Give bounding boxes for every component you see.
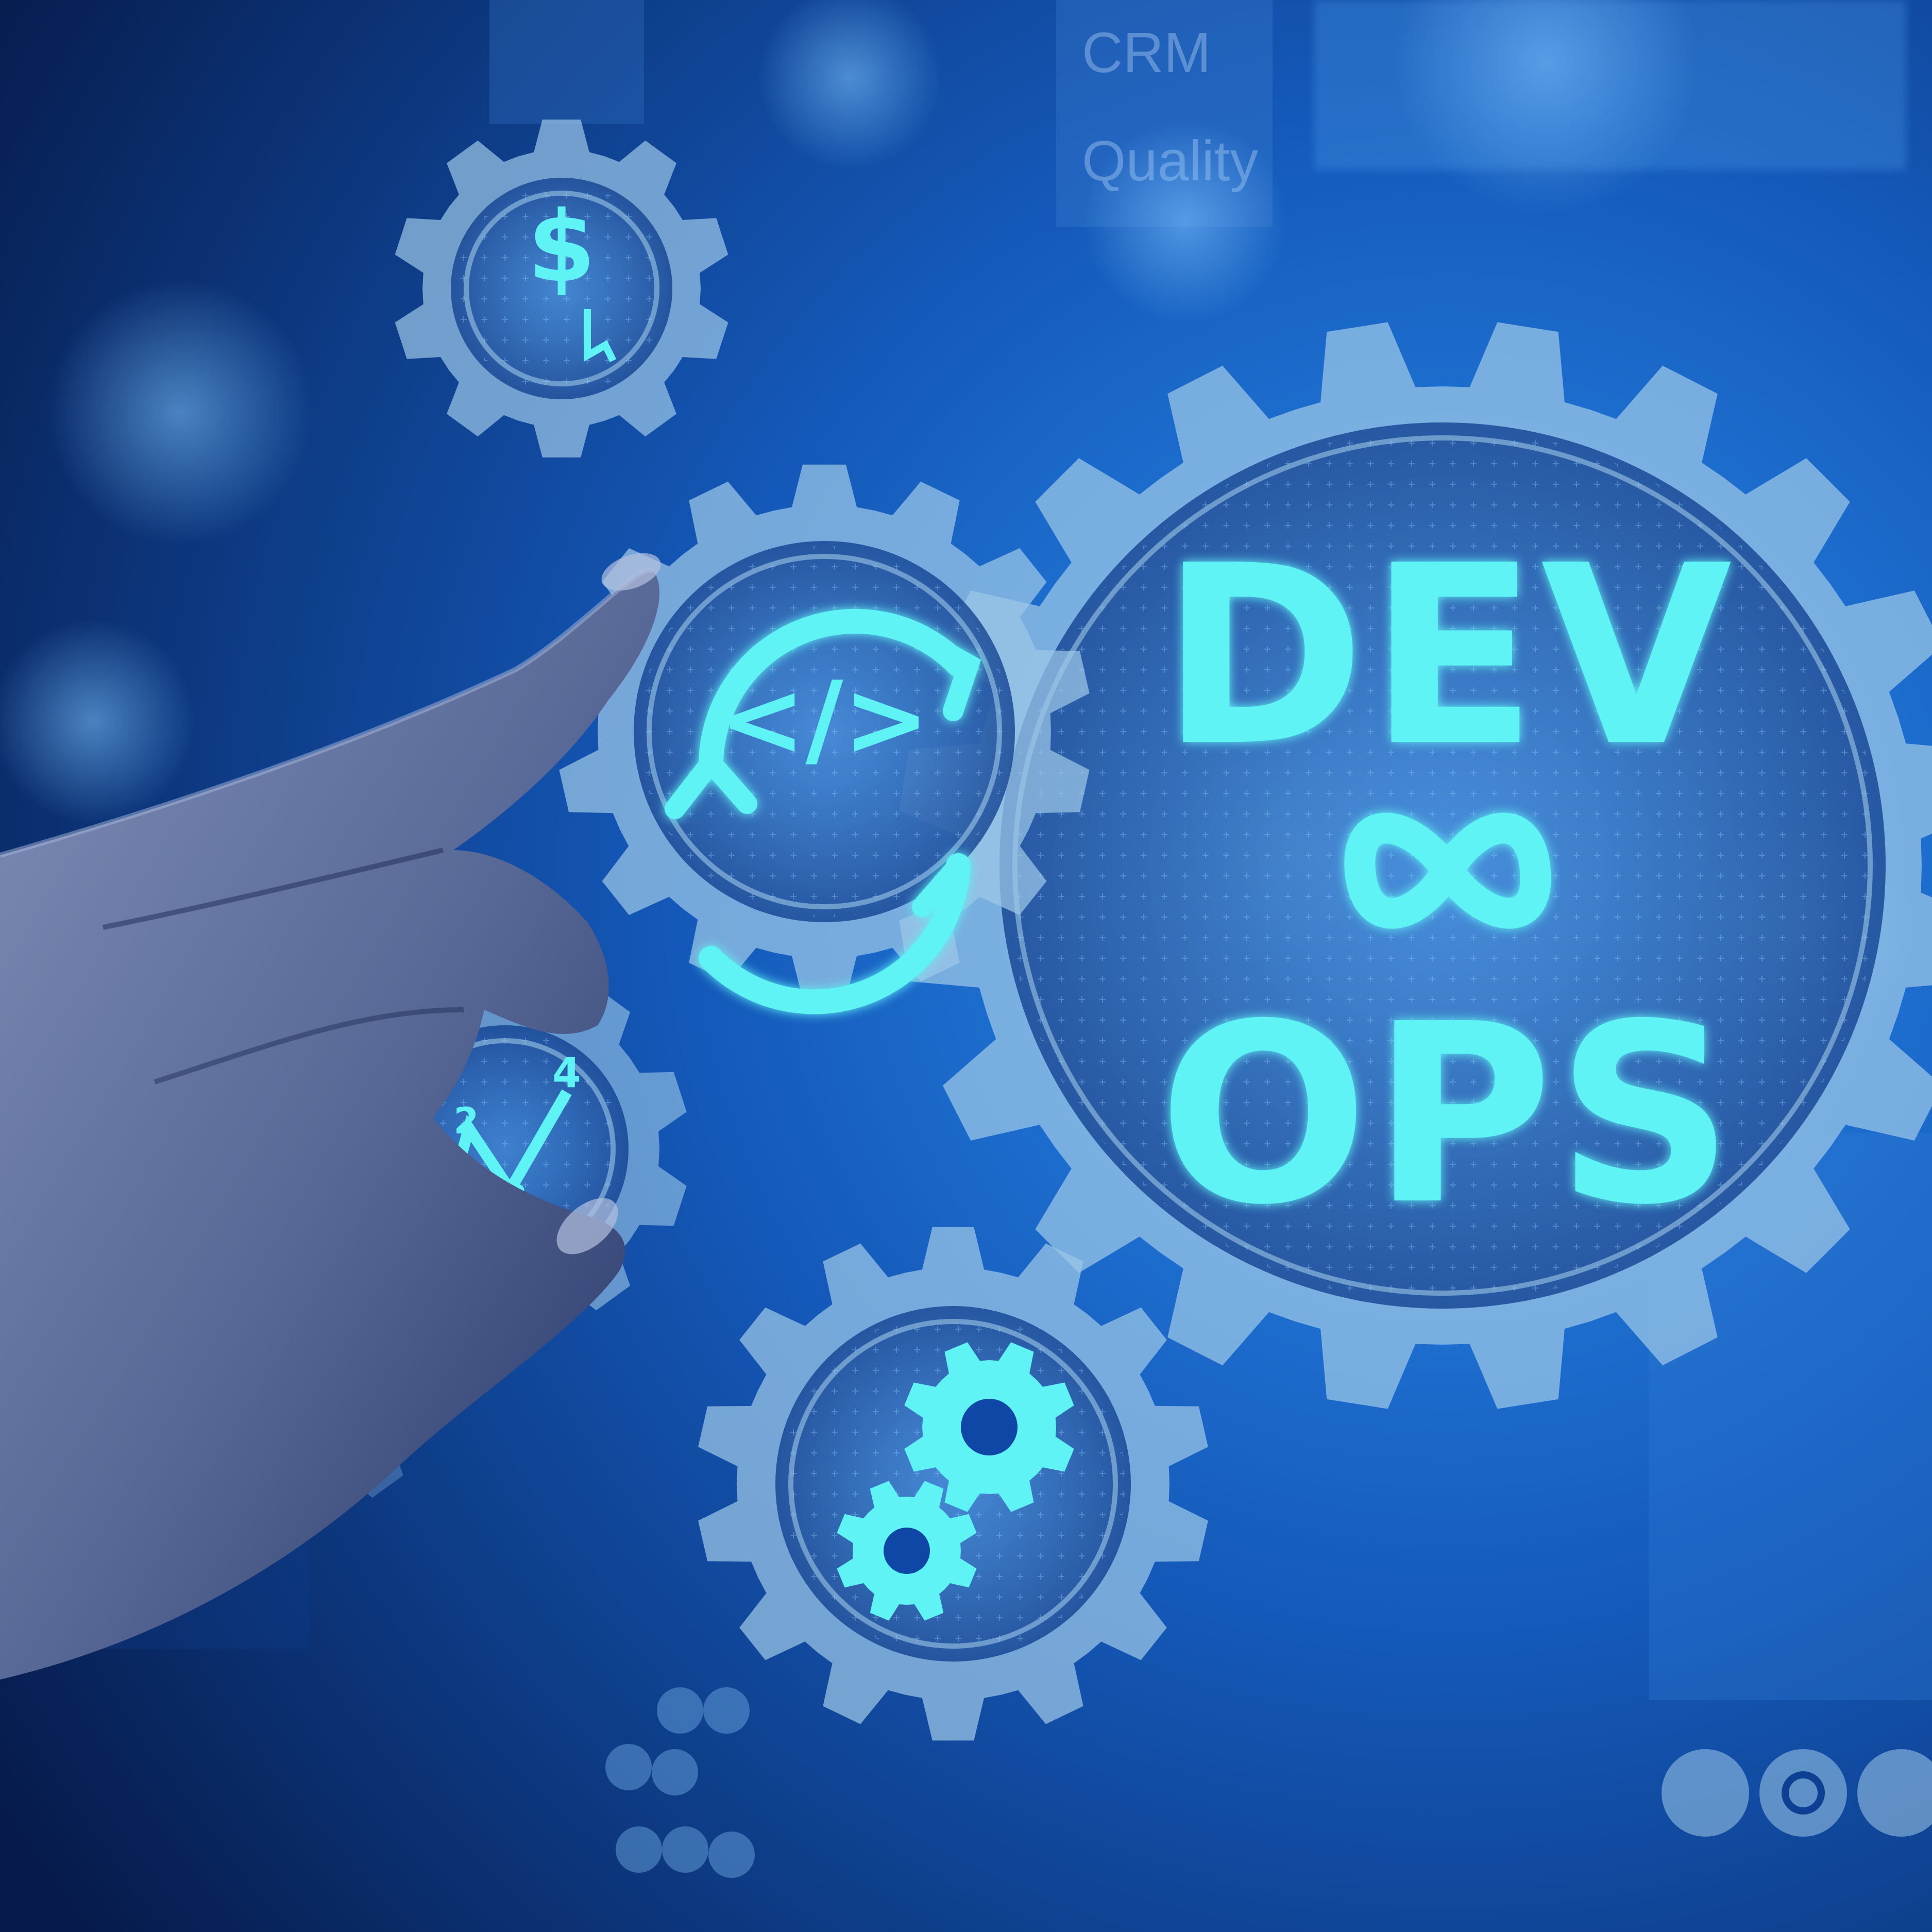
dollar-gear-grid <box>456 183 667 394</box>
gears-layer <box>122 120 1932 1741</box>
dollar-symbol: $ <box>528 190 596 304</box>
dollar-gear-ring <box>464 191 659 386</box>
step-2: 2 <box>454 1100 479 1142</box>
dev-text: DEV <box>1160 513 1735 801</box>
step-4: 4 <box>552 1049 581 1097</box>
infinity-icon <box>1344 812 1551 929</box>
main-devops-gear <box>899 322 1932 1409</box>
cogs-gear-ring <box>788 1319 1118 1649</box>
code-text: </> <box>719 659 929 779</box>
bottom-icons <box>605 1687 1932 1878</box>
ops-text: OPS <box>1158 971 1737 1259</box>
dollar-click-icon: $ <box>528 190 617 363</box>
cog-large-hole <box>961 1399 1018 1455</box>
dollar-gear <box>395 120 728 457</box>
thumb-nail <box>556 1198 618 1255</box>
code-cycle-icon <box>665 608 981 1014</box>
cog-small-hole <box>884 1528 930 1574</box>
main-gear-content: DEV OPS <box>1158 513 1737 1259</box>
code-gear-ring <box>647 554 1002 909</box>
index-fingernail <box>601 553 661 591</box>
cogs-icon <box>837 1342 1074 1621</box>
hand <box>0 553 661 1680</box>
crm-label: CRM <box>1082 21 1211 84</box>
